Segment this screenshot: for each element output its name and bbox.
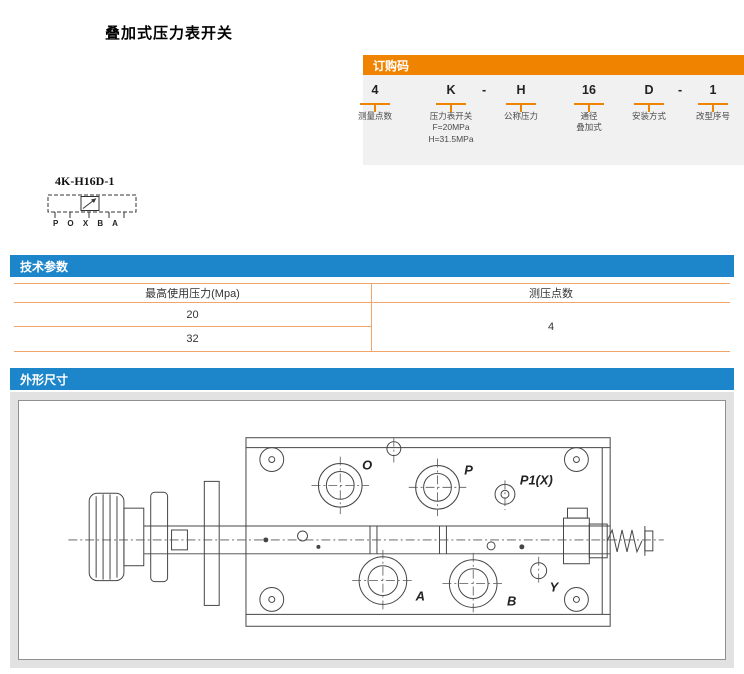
order-code-meaning: 压力表开关 F=20MPa H=31.5MPa: [409, 111, 493, 145]
order-code-dash: -: [482, 83, 487, 97]
tick-mark: [436, 103, 466, 112]
mounting-plate: [203, 480, 220, 606]
outline-drawing: O P P1(X) A B Y: [68, 437, 664, 627]
port-label-p: P: [464, 462, 473, 477]
order-code-meaning: 公称压力: [479, 111, 563, 122]
meaning-line: 叠加式: [576, 122, 602, 133]
spring: [606, 528, 643, 554]
valve-body: [245, 437, 611, 627]
outline-section: 外形尺寸: [10, 368, 734, 390]
hydraulic-symbol: [47, 194, 137, 218]
order-code-meaning: 测量点数: [333, 111, 417, 122]
order-code-header: 订购码: [363, 55, 744, 75]
tech-params-header-label: 技术参数: [20, 259, 69, 274]
order-code-char: D: [644, 83, 654, 97]
port-label-o: O: [362, 457, 372, 472]
order-code-meaning: 改型序号: [671, 111, 744, 122]
pressure-value-row: 20: [14, 303, 372, 327]
order-code-segment: K 压力表开关 F=20MPa H=31.5MPa: [409, 83, 493, 145]
knob: [88, 492, 125, 582]
order-code-char: K: [446, 83, 456, 97]
model-block: 4K-H16D-1 P O X B A: [45, 174, 185, 228]
symbol-port-letters: P O X B A: [53, 219, 122, 228]
column-header-pressure: 最高使用压力(Mpa): [14, 284, 372, 303]
meaning-line: 测量点数: [357, 111, 392, 121]
meaning-line: 安装方式: [631, 111, 666, 121]
meaning-line: 压力表开关: [429, 111, 473, 121]
order-code-meaning: 安装方式: [607, 111, 691, 122]
port-label-b: B: [507, 593, 516, 608]
model-name: 4K-H16D-1: [55, 174, 115, 188]
outline-header: 外形尺寸: [10, 368, 734, 390]
plug: [563, 517, 590, 565]
order-code-dash: -: [678, 83, 683, 97]
port-label-p1: P1(X): [520, 472, 553, 487]
arrow-icon: [91, 198, 96, 203]
order-code-meaning: 通径 叠加式: [547, 111, 631, 134]
order-code-segment: H 公称压力: [479, 83, 563, 122]
meaning-line: 公称压力: [503, 111, 538, 121]
meaning-line: H=31.5MPa: [428, 133, 474, 144]
order-code-char: H: [516, 83, 526, 97]
tick-mark: [698, 103, 728, 112]
meaning-line: F=20MPa: [432, 122, 470, 133]
order-code-section: 订购码 4 测量点数 K 压力表开关 F=20MPa H=31.5MPa -: [358, 55, 744, 165]
order-code-segment: 16 通径 叠加式: [547, 83, 631, 134]
tick-mark: [506, 103, 536, 112]
meaning-line: 改型序号: [695, 111, 730, 121]
order-code-segment: 4 测量点数: [333, 83, 417, 122]
outline-drawing-frame: O P P1(X) A B Y: [18, 400, 726, 660]
tech-params-table: 最高使用压力(Mpa) 测压点数 20 4 32: [14, 283, 730, 352]
port-label-a: A: [415, 588, 425, 603]
order-code-char: 4: [371, 83, 379, 97]
tick-mark: [574, 103, 604, 112]
order-code-segment: 1 改型序号: [671, 83, 744, 122]
meaning-line: 通径: [580, 111, 598, 121]
order-code-char: 1: [709, 83, 717, 97]
tech-params-section: 技术参数 最高使用压力(Mpa) 测压点数 20 4 32: [10, 255, 734, 352]
tick-mark: [360, 103, 390, 112]
tech-params-header: 技术参数: [10, 255, 734, 277]
order-code-header-label: 订购码: [373, 58, 410, 73]
page-title: 叠加式压力表开关: [105, 25, 234, 42]
tick-mark: [634, 103, 664, 112]
order-code-segment: D 安装方式: [607, 83, 691, 122]
order-code-char: 16: [582, 83, 596, 97]
port-label-y: Y: [550, 580, 560, 595]
points-value: 4: [547, 321, 555, 333]
outline-drawing-panel: O P P1(X) A B Y: [10, 392, 734, 668]
pressure-value-row: 32: [14, 327, 372, 351]
column-header-points: 测压点数: [372, 284, 730, 303]
outline-header-label: 外形尺寸: [20, 372, 69, 387]
order-code-diagram: 4 测量点数 K 压力表开关 F=20MPa H=31.5MPa - H: [358, 75, 744, 165]
